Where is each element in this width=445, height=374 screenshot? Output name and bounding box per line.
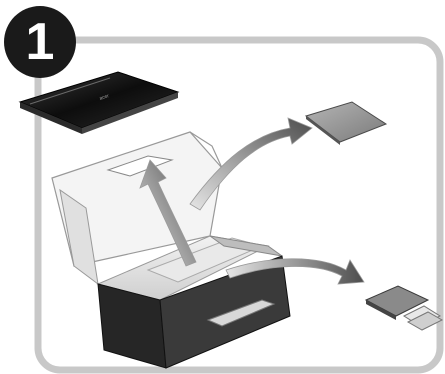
step-number-badge: 1: [4, 6, 76, 78]
arrow-to-top: [139, 159, 197, 267]
accessory-packets-image: [364, 285, 444, 331]
document-card-image: [304, 101, 388, 145]
laptop-image: acer: [18, 71, 180, 134]
arrow-to-card: [189, 117, 313, 211]
open-box-image: [51, 131, 291, 369]
svg-text:acer: acer: [99, 93, 110, 102]
arrow-to-packets: [225, 258, 365, 285]
